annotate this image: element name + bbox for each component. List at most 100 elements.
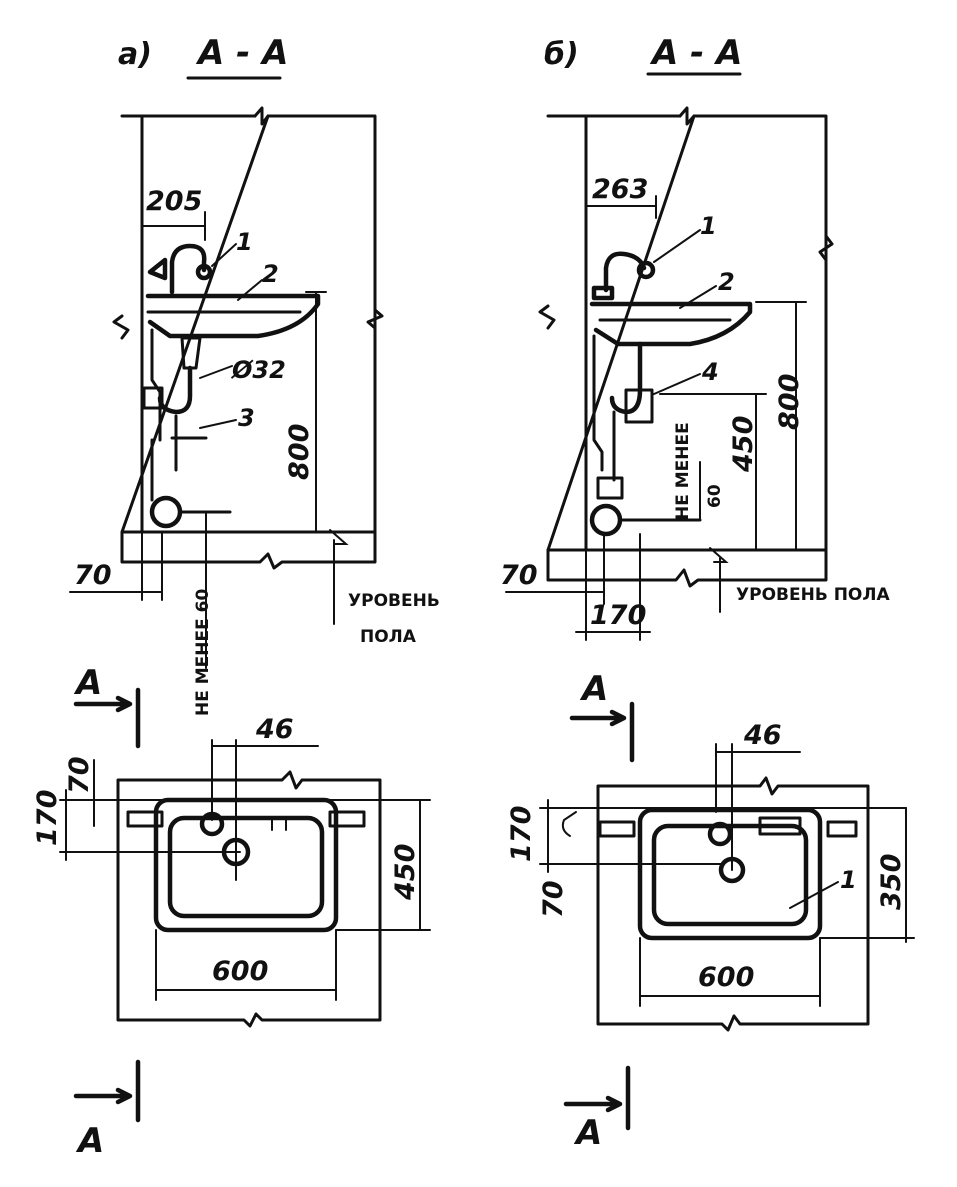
- break-mark: [366, 308, 384, 330]
- basin-bowl: [651, 823, 809, 927]
- dim-70: 70: [538, 880, 569, 918]
- floor-slab: [120, 530, 377, 570]
- extension-curve: [561, 811, 577, 837]
- variant-b-section-title: А - А: [649, 33, 742, 73]
- break-mark: [818, 234, 834, 262]
- drain-pipe: [150, 328, 202, 442]
- bracket: [142, 386, 164, 410]
- plan-wall-outline: [596, 776, 870, 1032]
- dim-46: 46: [743, 720, 782, 751]
- floor-drain-fitting: [589, 503, 623, 537]
- leader-line: [237, 279, 263, 301]
- variant-a-label: а): [118, 37, 152, 72]
- dim-46: 46: [255, 714, 294, 745]
- dim-70: 70: [500, 560, 538, 591]
- floor-level-label-1: УРОВЕНЬ: [348, 591, 440, 611]
- faucet-valve: [147, 257, 168, 281]
- floor-fitting: [596, 476, 624, 500]
- section-mark-a-bottom: А: [75, 1121, 104, 1161]
- break-mark: [678, 106, 696, 126]
- bracket-right: [328, 810, 366, 828]
- note-min-60: НЕ МЕНЕЕ 60: [193, 589, 213, 716]
- dim-70: 70: [74, 560, 112, 591]
- faucet-nozzle: [195, 263, 213, 281]
- callout-2: 2: [718, 268, 735, 296]
- faucet-spout: [169, 243, 207, 295]
- section-arrow: [73, 687, 141, 749]
- floor-level-label-2: ПОЛА: [360, 627, 417, 647]
- section-mark-b-top: А: [579, 669, 608, 709]
- faucet-base: [199, 811, 225, 837]
- waste-pipe: [170, 414, 208, 472]
- bracket-right: [826, 820, 858, 838]
- section-mark-b-bottom: А: [573, 1113, 602, 1153]
- bracket-left: [126, 810, 164, 828]
- dim-170: 170: [506, 806, 537, 862]
- callout-1: 1: [236, 228, 253, 256]
- faucet-spout: [603, 251, 647, 293]
- dim-263: 263: [592, 174, 648, 205]
- wall-outline: [120, 114, 377, 534]
- callout-4: 4: [701, 358, 719, 386]
- trap-fitting: [624, 388, 654, 424]
- callout-3: 3: [238, 404, 255, 432]
- note-min-line-1: НЕ МЕНЕЕ: [673, 422, 693, 520]
- leader-line: [653, 229, 701, 263]
- dim-800: 800: [774, 374, 805, 430]
- basin-rim: [637, 807, 823, 941]
- variant-b-label: б): [544, 37, 579, 72]
- faucet-nozzle: [636, 260, 656, 280]
- section-arrow: [563, 1065, 631, 1131]
- dim-350: 350: [876, 854, 907, 910]
- variant-b-elevation: б) А - А 263 1 2 4: [500, 33, 890, 641]
- plan-wall-outline: [116, 770, 382, 1028]
- leader-line: [653, 373, 701, 395]
- section-arrow: [569, 701, 635, 763]
- basin: [589, 301, 753, 347]
- dim-800: 800: [284, 424, 315, 480]
- bracket-left: [598, 820, 636, 838]
- variant-a-elevation: а) А - А 205 1 2 Ø32 3: [69, 33, 440, 716]
- dim-600: 600: [212, 956, 268, 987]
- variant-b-plan: А А 46 1 170 70 350 6: [506, 669, 915, 1153]
- callout-2: 2: [262, 260, 279, 288]
- leader-line: [211, 243, 237, 267]
- dim-600: 600: [698, 962, 754, 993]
- faucet-valve: [591, 285, 615, 301]
- floor-level-marker: [709, 547, 729, 613]
- variant-a-plan: А А 46 70 170 450 600: [32, 663, 431, 1161]
- floor-drain-fitting: [149, 495, 183, 529]
- dim-205: 205: [146, 186, 202, 217]
- break-mark: [253, 106, 270, 126]
- floor-slab: [546, 548, 828, 588]
- floor-level-marker: [329, 529, 349, 625]
- dim-170: 170: [32, 790, 63, 846]
- overflow-mark: [271, 817, 287, 831]
- faucet-base: [707, 821, 733, 847]
- leader-line: [199, 365, 233, 379]
- leader-line: [199, 419, 237, 429]
- break-mark: [538, 304, 556, 330]
- overflow-block: [758, 816, 802, 836]
- leader-line: [789, 881, 839, 909]
- callout-1: 1: [700, 212, 717, 240]
- dim-diameter: Ø32: [230, 356, 286, 384]
- supply-pipe: [592, 334, 604, 472]
- section-mark-a-top: А: [73, 663, 102, 703]
- drain-outlet: [718, 856, 746, 884]
- dim-450: 450: [390, 844, 421, 901]
- break-mark: [112, 314, 130, 340]
- trap: [157, 365, 193, 415]
- note-min-line-2: 60: [705, 484, 725, 508]
- basin: [145, 293, 321, 339]
- dim-170: 170: [590, 600, 646, 631]
- floor-level-label: УРОВЕНЬ ПОЛА: [736, 585, 890, 605]
- dim-450: 450: [728, 416, 759, 473]
- variant-a-section-title: А - А: [195, 33, 288, 73]
- basin-bowl: [167, 815, 325, 919]
- dim-70: 70: [64, 756, 95, 794]
- callout-1: 1: [840, 866, 857, 894]
- leader-line: [679, 285, 717, 309]
- section-arrow: [73, 1059, 141, 1123]
